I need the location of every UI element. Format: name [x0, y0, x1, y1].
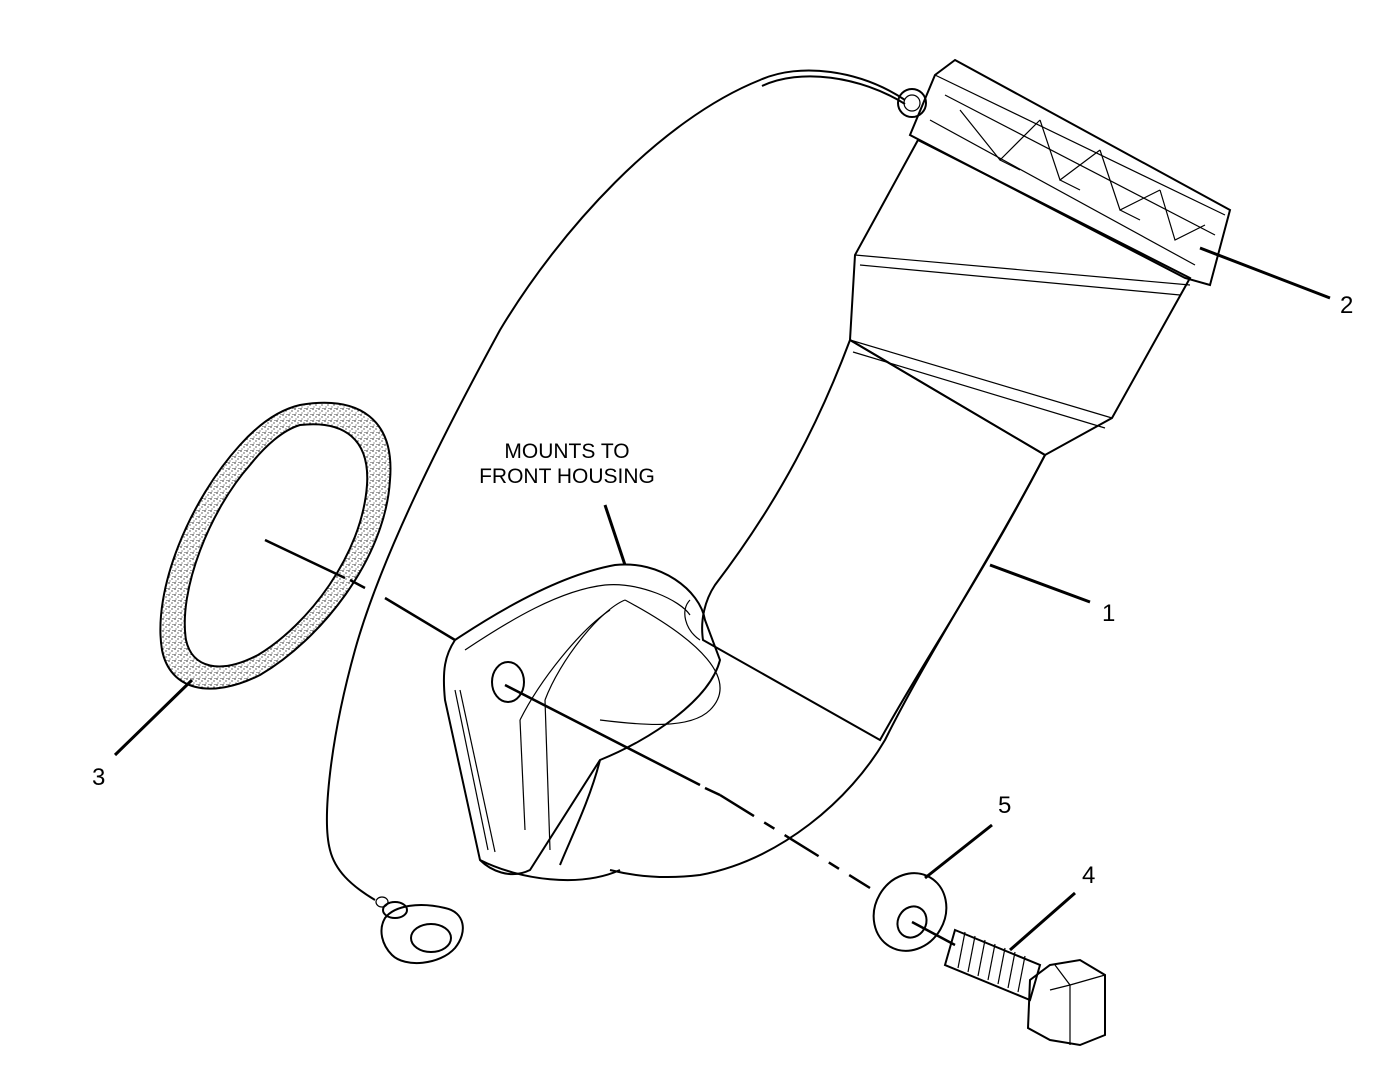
tether-cable: [326, 69, 906, 901]
callout-4: 4: [1082, 862, 1095, 889]
leader-2: [1199, 246, 1331, 300]
callout-3: 3: [92, 764, 105, 791]
tether-tag: [375, 896, 464, 965]
centerline-bolt: [504, 683, 956, 947]
leader-4: [1009, 891, 1076, 952]
washer: [872, 872, 948, 952]
callout-2: 2: [1340, 292, 1353, 319]
filler-cap: [897, 58, 1232, 287]
leader-5: [924, 823, 993, 880]
leader-1: [989, 563, 1091, 604]
callout-1: 1: [1102, 600, 1115, 627]
note-line-2: FRONT HOUSING: [479, 465, 655, 488]
seal-ring: [159, 401, 392, 690]
filler-tube: [442, 138, 1192, 882]
leader-3: [113, 678, 194, 757]
callout-5: 5: [998, 792, 1011, 819]
centerline-seal: [264, 538, 456, 642]
bolt: [943, 928, 1106, 1047]
note-line-1: MOUNTS TO: [504, 440, 629, 463]
leader-note: [603, 504, 627, 566]
